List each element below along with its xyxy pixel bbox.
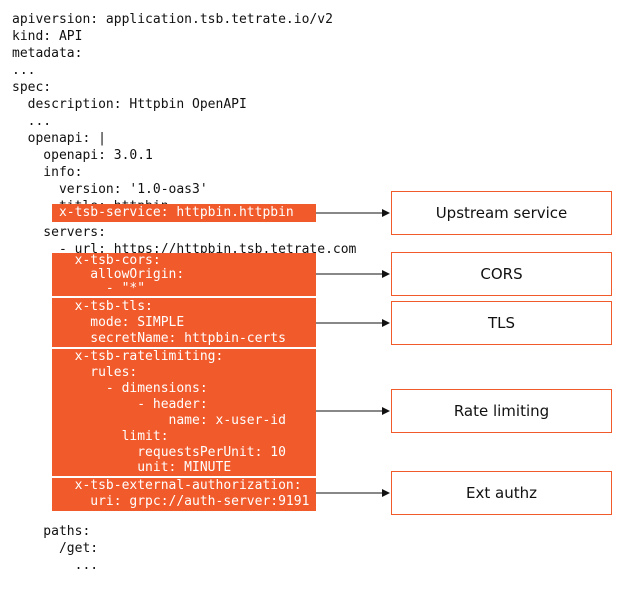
code-line: openapi: 3.0.1 <box>12 148 153 163</box>
code-line: openapi: | <box>12 131 106 146</box>
code-line: unit: MINUTE <box>12 460 232 475</box>
code-line: name: x-user-id <box>12 413 286 428</box>
code-line: spec: <box>12 80 52 95</box>
code-line: rules: <box>12 365 138 380</box>
box-label: TLS <box>487 314 516 332</box>
code-line: x-tsb-ratelimiting: <box>12 349 224 364</box>
highlight-cors: x-tsb-cors: allowOrigin: - "*" <box>52 253 316 296</box>
code-line: - dimensions: <box>12 381 208 396</box>
code-line: x-tsb-external-authorization: <box>12 478 302 493</box>
code-line: paths: <box>12 524 91 539</box>
code-line: requestsPerUnit: 10 <box>12 445 286 460</box>
code-line: ... <box>12 63 36 78</box>
code-line: mode: SIMPLE <box>12 315 185 330</box>
code-line: kind: API <box>12 29 83 44</box>
code-line: description: Httpbin OpenAPI <box>12 97 247 112</box>
code-line: apiversion: application.tsb.tetrate.io/v… <box>12 12 333 27</box>
highlight-ratelimiting: x-tsb-ratelimiting: rules: - dimensions:… <box>52 349 316 476</box>
box-ext-authz: Ext authz <box>391 471 612 515</box>
code-line: allowOrigin: <box>12 267 185 282</box>
code-line: x-tsb-cors: <box>12 253 161 268</box>
code-line: secretName: httpbin-certs <box>12 331 286 346</box>
box-label: Upstream service <box>435 204 568 222</box>
code-line: /get: <box>12 541 99 556</box>
code-line: x-tsb-service: httpbin.httpbin <box>12 205 294 220</box>
box-upstream-service: Upstream service <box>391 191 612 235</box>
code-line: uri: grpc://auth-server:9191 <box>12 494 310 509</box>
code-line: servers: <box>12 225 106 240</box>
box-tls: TLS <box>391 301 612 345</box>
box-label: Rate limiting <box>453 402 550 420</box>
box-label: Ext authz <box>466 484 537 502</box>
code-line: x-tsb-tls: <box>12 299 153 314</box>
code-line: - header: <box>12 397 208 412</box>
box-label: CORS <box>480 265 523 283</box>
highlight-service: x-tsb-service: httpbin.httpbin <box>52 204 316 222</box>
code-line: - "*" <box>12 281 146 296</box>
highlight-tls: x-tsb-tls: mode: SIMPLE secretName: http… <box>52 298 316 347</box>
code-line: version: '1.0-oas3' <box>12 182 208 197</box>
code-line: info: <box>12 165 83 180</box>
highlight-ext-authz: x-tsb-external-authorization: uri: grpc:… <box>52 478 316 511</box>
box-cors: CORS <box>391 252 612 296</box>
box-rate-limiting: Rate limiting <box>391 389 612 433</box>
code-line: metadata: <box>12 46 83 61</box>
code-line: ... <box>12 558 99 573</box>
code-line: ... <box>12 114 52 129</box>
code-line: limit: <box>12 429 169 444</box>
